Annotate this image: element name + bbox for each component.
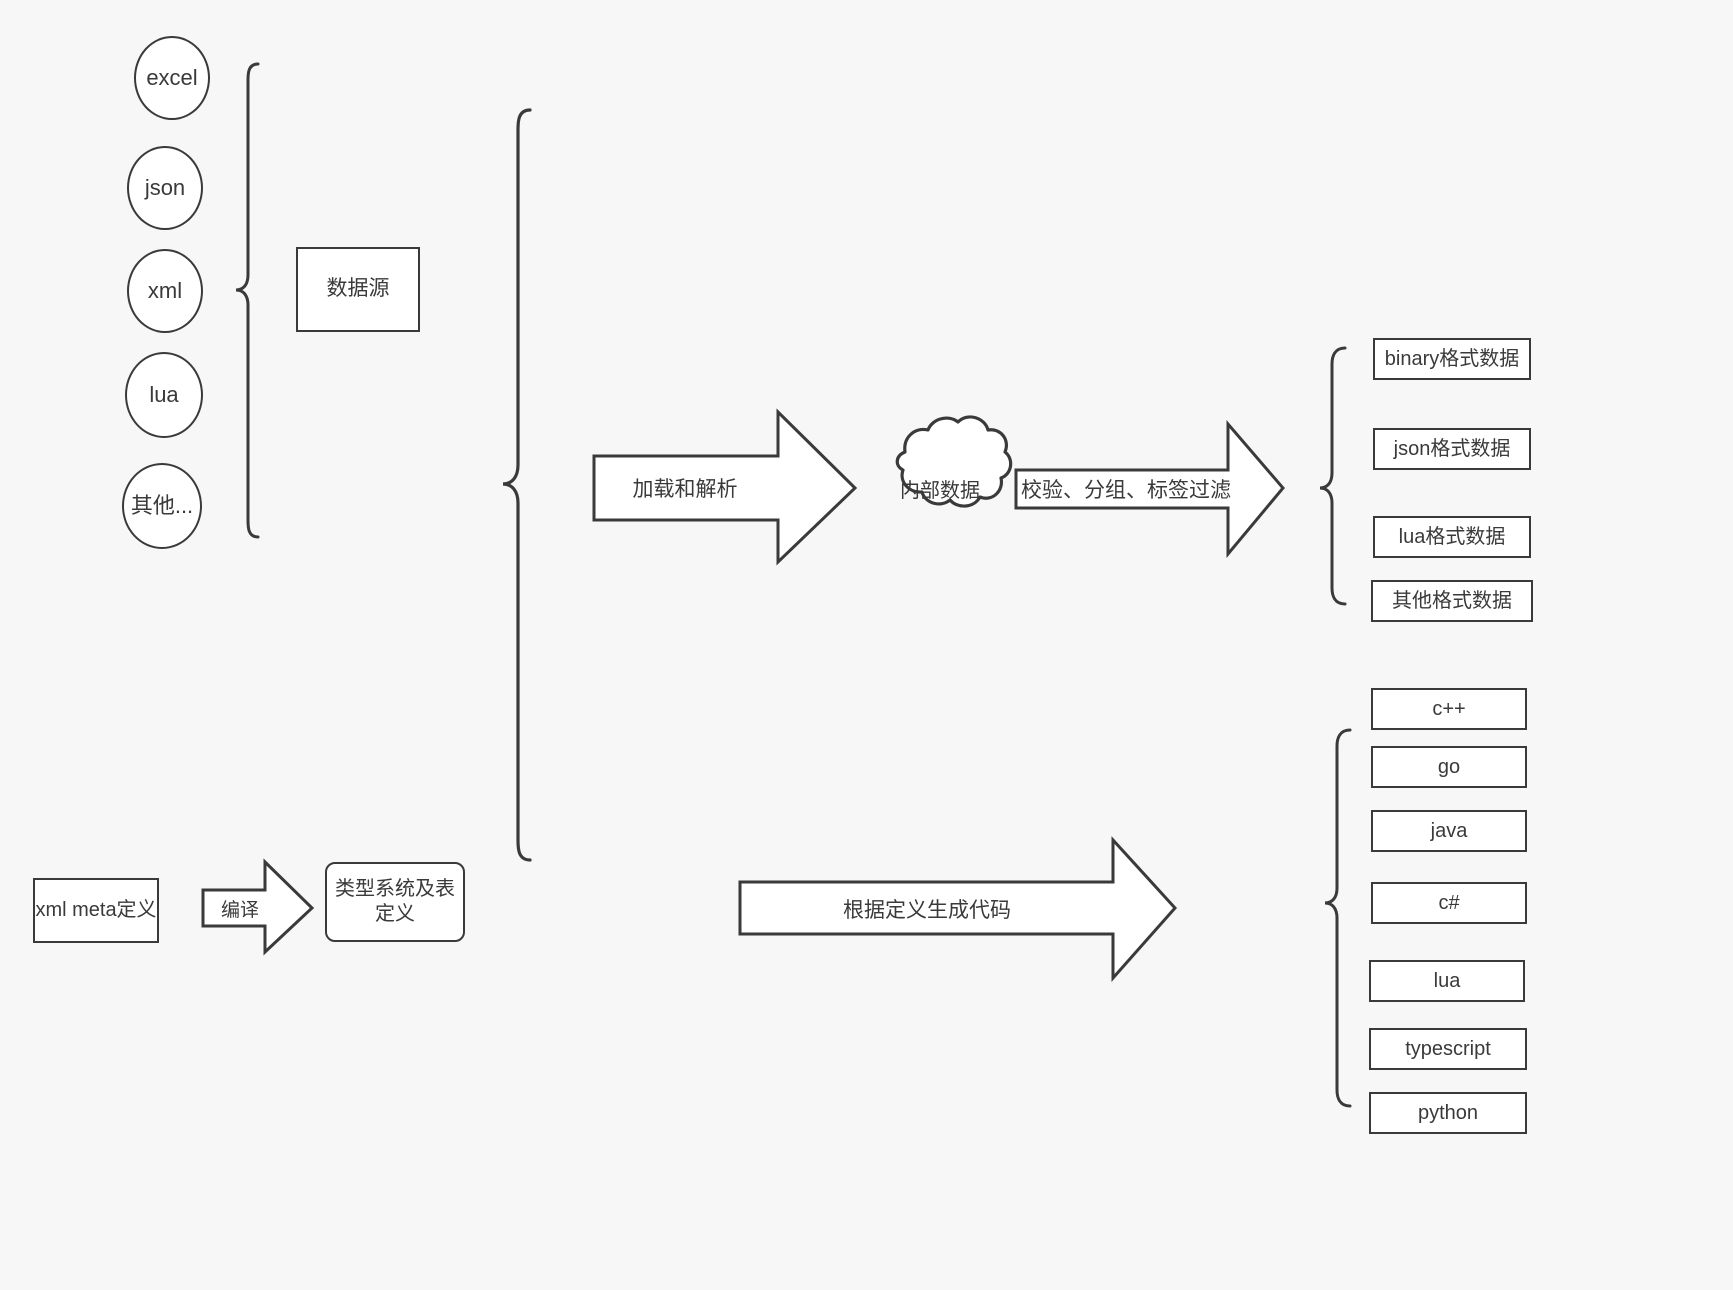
source-node-other[interactable]: 其他...: [122, 463, 202, 549]
output-box-binary[interactable]: binary格式数据: [1373, 338, 1531, 380]
source-label: lua: [149, 382, 179, 408]
data-source-label: 数据源: [326, 277, 390, 301]
language-box-go[interactable]: go: [1371, 746, 1527, 788]
codegen-arrow-label: 根据定义生成代码: [843, 899, 1011, 922]
language-box-csharp[interactable]: c#: [1371, 882, 1527, 924]
pipeline-brace-icon: [502, 108, 532, 862]
output-label: json格式数据: [1393, 437, 1511, 460]
sources-brace-icon: [235, 62, 260, 539]
output-label: 其他格式数据: [1392, 589, 1512, 612]
type-system-label: 类型系统及表定义: [335, 878, 455, 925]
internal-data-cloud-label: 内部数据: [900, 479, 980, 502]
language-label: typescript: [1405, 1037, 1491, 1060]
source-label: xml: [147, 278, 183, 304]
source-label: excel: [146, 65, 198, 91]
language-brace-icon: [1324, 728, 1352, 1108]
source-label: 其他...: [130, 493, 194, 519]
load-parse-arrow-label: 加载和解析: [632, 478, 738, 501]
source-node-excel[interactable]: excel: [134, 36, 210, 120]
output-box-lua[interactable]: lua格式数据: [1373, 516, 1531, 558]
compile-arrow-label: 编译: [220, 899, 259, 921]
output-label: lua格式数据: [1398, 525, 1506, 548]
language-box-lua[interactable]: lua: [1369, 960, 1525, 1002]
source-node-json[interactable]: json: [127, 146, 203, 230]
source-label: json: [144, 175, 186, 201]
xml-meta-label: xml meta定义: [35, 899, 157, 921]
source-node-lua[interactable]: lua: [125, 352, 203, 438]
validate-filter-arrow-label: 校验、分组、标签过滤: [1021, 479, 1231, 502]
internal-data-cloud-icon: [895, 415, 1013, 508]
output-box-json[interactable]: json格式数据: [1373, 428, 1531, 470]
language-label: c++: [1432, 697, 1466, 720]
source-node-xml[interactable]: xml: [127, 249, 203, 333]
output-box-other[interactable]: 其他格式数据: [1371, 580, 1533, 622]
language-box-cpp[interactable]: c++: [1371, 688, 1527, 730]
data-format-brace-icon: [1319, 346, 1347, 606]
language-box-typescript[interactable]: typescript: [1369, 1028, 1527, 1070]
validate-filter-arrow-icon: [1014, 419, 1285, 559]
language-box-java[interactable]: java: [1371, 810, 1527, 852]
language-label: python: [1417, 1101, 1479, 1124]
language-label: lua: [1433, 969, 1461, 992]
load-parse-arrow-icon: [592, 408, 858, 566]
xml-meta-box[interactable]: xml meta定义: [33, 878, 159, 943]
type-system-box[interactable]: 类型系统及表定义: [325, 862, 465, 942]
compile-arrow-icon: [201, 858, 315, 956]
language-label: java: [1430, 819, 1468, 842]
codegen-arrow-icon: [738, 836, 1178, 982]
output-label: binary格式数据: [1384, 347, 1520, 370]
language-label: go: [1437, 755, 1461, 778]
data-source-box[interactable]: 数据源: [296, 247, 420, 332]
language-label: c#: [1438, 891, 1460, 914]
language-box-python[interactable]: python: [1369, 1092, 1527, 1134]
